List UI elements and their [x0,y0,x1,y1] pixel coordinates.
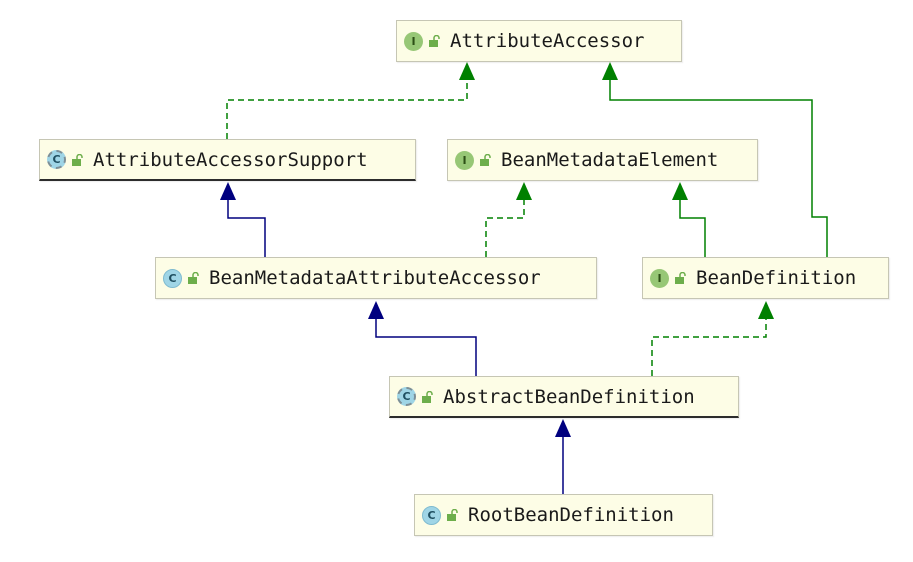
node-label: BeanMetadataAttributeAccessor [209,267,541,289]
node-beandefinition[interactable]: I BeanDefinition [642,257,889,299]
unlocked-lock-icon [72,153,83,166]
arrowhead [758,301,774,319]
node-label: BeanDefinition [696,267,857,289]
node-abstractbeandefinition[interactable]: C AbstractBeanDefinition [389,376,739,418]
node-attributeaccessor[interactable]: I AttributeAccessor [396,20,682,62]
interface-icon: I [650,268,669,288]
abstract-class-icon: C [397,387,416,406]
edge-rootbeandefinition-extends-abstractbeandefinition [555,419,571,494]
class-icon: C [163,268,182,288]
unlocked-lock-icon [429,35,440,47]
unlocked-lock-icon [422,390,433,403]
unlocked-lock-icon [675,272,686,284]
abstract-class-icon: C [47,150,66,169]
class-icon: C [422,505,441,525]
interface-icon: I [455,150,474,170]
arrowhead [602,62,618,80]
arrowhead [672,182,688,200]
interface-icon: I [404,31,423,51]
node-beanmetadataattributeaccessor[interactable]: C BeanMetadataAttributeAccessor [155,257,597,299]
arrowhead [220,182,236,200]
node-label: BeanMetadataElement [501,149,719,171]
arrowhead [459,62,475,80]
edge-abstractbeandefinition-implements-beandefinition [651,301,774,376]
unlocked-lock-icon [480,154,491,166]
unlocked-lock-icon [188,272,199,284]
unlocked-lock-icon [447,509,458,521]
node-rootbeandefinition[interactable]: C RootBeanDefinition [414,494,713,536]
edge-beanmetadataattributeaccessor-implements-beanmetadataelement [485,182,532,257]
node-attributeaccessorsupport[interactable]: C AttributeAccessorSupport [39,139,416,181]
node-label: AbstractBeanDefinition [443,385,695,408]
edge-beanmetadataattributeaccessor-extends-attributeaccessorsupport [220,182,266,257]
edge-beandefinition-extends-beanmetadataelement [672,182,706,257]
edge-abstractbeandefinition-extends-beanmetadataattributeaccessor [368,301,477,376]
node-label: AttributeAccessor [450,30,645,52]
node-beanmetadataelement[interactable]: I BeanMetadataElement [447,139,758,181]
node-label: RootBeanDefinition [468,504,674,526]
arrowhead [516,182,532,200]
node-label: AttributeAccessorSupport [93,148,368,171]
arrowhead [555,419,571,437]
arrowhead [368,301,384,319]
edge-beandefinition-extends-attributeaccessor [602,62,828,257]
edge-attributeaccessorsupport-implements-attributeaccessor [226,62,475,139]
